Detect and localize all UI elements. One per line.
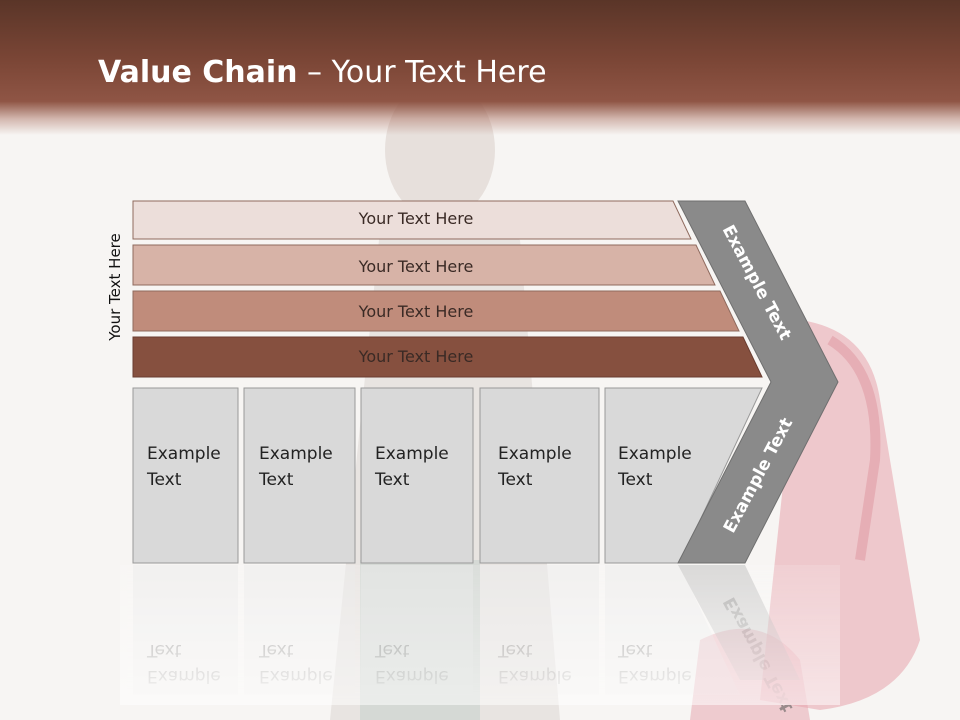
column-4-line1: Example <box>498 444 572 464</box>
column-4 <box>479 387 600 564</box>
column-3-line2: Text <box>374 470 410 490</box>
reflection: Example Text Example Text Example Text E… <box>120 565 840 715</box>
column-3 <box>360 387 474 564</box>
chevron-arrow <box>677 200 839 564</box>
column-1-line2: Text <box>146 470 182 490</box>
column-5-line2: Text <box>617 470 653 490</box>
bar-2 <box>132 244 716 286</box>
title-rest: – Your Text Here <box>297 55 547 90</box>
bar-4-label: Your Text Here <box>358 347 474 366</box>
title-bold: Value Chain <box>98 55 298 90</box>
header-band <box>0 0 960 135</box>
column-2 <box>243 387 356 564</box>
bar-2-label: Your Text Here <box>358 257 474 276</box>
column-2-line2: Text <box>258 470 294 490</box>
bar-1 <box>132 200 692 240</box>
column-1 <box>132 387 239 564</box>
column-1-line1: Example <box>147 444 221 464</box>
column-4-line2: Text <box>497 470 533 490</box>
bar-3 <box>132 290 740 332</box>
bar-3-label: Your Text Here <box>358 302 474 321</box>
slide-title: Value Chain – Your Text Here <box>98 55 547 90</box>
column-3-line1: Example <box>375 444 449 464</box>
bar-1-label: Your Text Here <box>358 209 474 228</box>
column-5-line1: Example <box>618 444 692 464</box>
column-2-line1: Example <box>259 444 333 464</box>
bar-4 <box>132 336 763 378</box>
